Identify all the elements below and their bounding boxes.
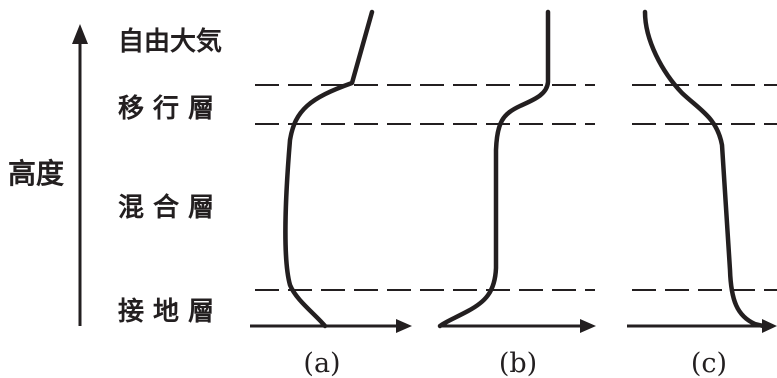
- panel-a: (a): [250, 9, 412, 378]
- panel-a-profile: [283, 9, 375, 329]
- layer-label-transition: 移 行 層: [118, 93, 214, 124]
- panel-c-profile: [642, 9, 766, 329]
- height-axis-arrowhead: [72, 24, 88, 44]
- panel-b-label: (b): [499, 348, 537, 378]
- panel-c: (c): [627, 9, 777, 378]
- panel-a-label: (a): [303, 348, 340, 378]
- panel-b-x-arrowhead: [580, 319, 596, 333]
- panel-c-x-arrowhead: [762, 319, 777, 333]
- panel-b-profile: [437, 9, 551, 329]
- layer-label-surface: 接 地 層: [118, 297, 214, 327]
- layer-label-mixed: 混 合 層: [118, 192, 214, 223]
- layer-label-free-atmosphere: 自由大気: [118, 26, 222, 57]
- layer-boundaries: [255, 84, 777, 291]
- panel-a-x-arrowhead: [396, 319, 412, 333]
- height-axis-label: 高度: [8, 157, 64, 190]
- panel-c-label: (c): [691, 348, 727, 378]
- panel-b: (b): [437, 9, 596, 378]
- height-axis: [72, 24, 88, 326]
